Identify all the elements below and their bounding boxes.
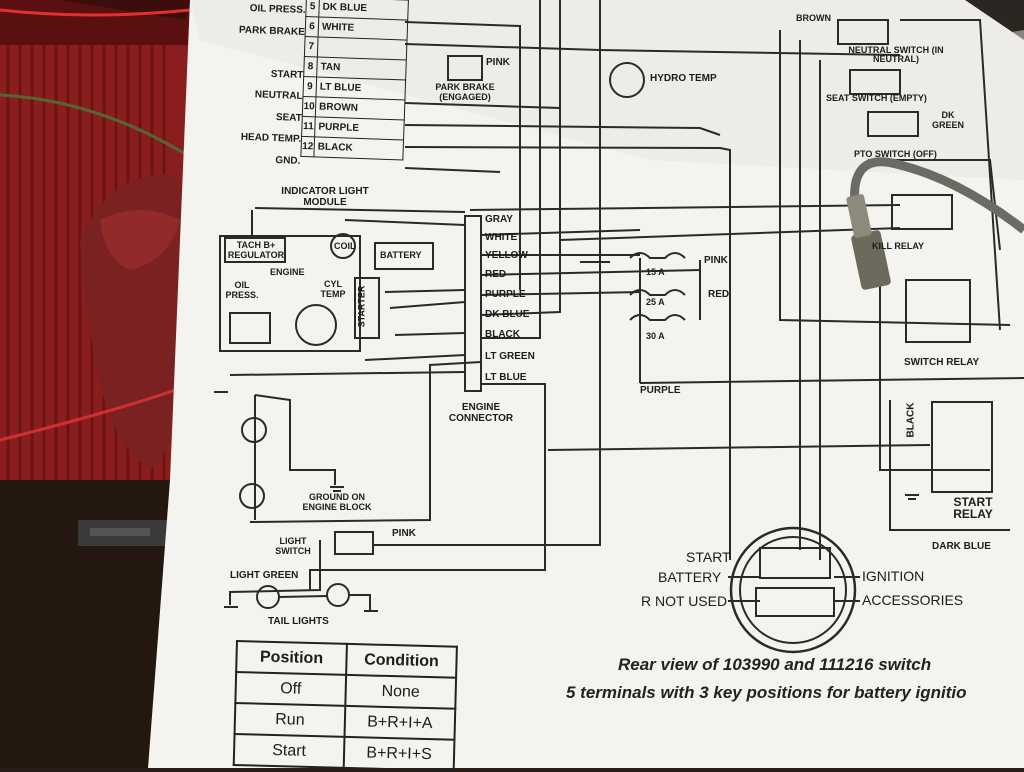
fuse-30-label: 30 A <box>646 331 665 341</box>
coil-label: COIL <box>334 241 356 251</box>
connector-wire-label: BLACK <box>485 329 520 340</box>
seat-switch-label: SEAT SWITCH (EMPTY) <box>826 93 927 103</box>
tail-lights-label: TAIL LIGHTS <box>268 616 329 627</box>
tach-regulator-label: TACH B+ REGULATOR <box>227 240 285 260</box>
switch-relay-label: SWITCH RELAY <box>904 357 980 368</box>
pin-label <box>216 40 305 65</box>
connector-wire-label: LT BLUE <box>485 372 527 383</box>
neutral-switch-label: NEUTRAL SWITCH (IN NEUTRAL) <box>848 45 944 64</box>
pink-light-label: PINK <box>392 528 416 539</box>
red-fuse-label: RED <box>708 289 730 300</box>
position-cell: Off <box>235 672 347 706</box>
engine-connector-label: ENGINE CONNECTOR <box>448 402 514 424</box>
pin-number: 11 <box>301 116 316 137</box>
pin-label: START <box>270 68 304 81</box>
connector-wire-label: DK BLUE <box>485 309 530 320</box>
condition-cell: None <box>345 674 457 709</box>
pin-number: 10 <box>302 96 316 117</box>
terminal-accessories-label: ACCESSORIES <box>862 592 964 608</box>
position-cell: Run <box>234 703 346 737</box>
terminal-battery-label: BATTERY <box>658 569 722 585</box>
connector-wire-label: GRAY <box>485 214 513 225</box>
pin-number: 9 <box>302 76 317 97</box>
pin-number: 5 <box>305 0 320 17</box>
ground-block-label: GROUND ON ENGINE BLOCK <box>302 492 372 512</box>
terminal-start-label: START <box>686 549 731 565</box>
condition-header: Condition <box>346 643 457 678</box>
pin-label: HEAD TEMP. <box>240 131 302 145</box>
start-relay-label: START RELAY <box>953 495 993 521</box>
brown-wire-label: BROWN <box>796 13 831 23</box>
pin-wire: BLACK <box>313 136 404 160</box>
caption-line-2: 5 terminals with 3 key positions for bat… <box>566 683 967 702</box>
position-row: Start B+R+I+S <box>233 733 455 771</box>
pin-labels: OIL PRESS. PARK BRAKE START NEUTRAL SEAT… <box>212 0 306 172</box>
connector-wire-label: WHITE <box>485 232 518 243</box>
pink-fuse-label: PINK <box>704 255 728 266</box>
condition-cell: B+R+I+A <box>344 705 456 740</box>
connector-wire-label: LT GREEN <box>485 351 535 362</box>
oil-press-label: OIL PRESS. <box>225 280 259 300</box>
battery-label: BATTERY <box>380 250 422 260</box>
position-table: Position Condition Off None Run B+R+I+A … <box>233 640 458 772</box>
pink-wire-label: PINK <box>486 57 510 68</box>
pin-number: 12 <box>300 136 315 157</box>
connector-wire-label: YELLOW <box>485 250 528 261</box>
pin-label: NEUTRAL <box>254 89 303 102</box>
starter-label: STARTER <box>356 285 367 328</box>
kill-relay-label: KILL RELAY <box>872 241 925 251</box>
position-cell: Start <box>233 733 345 768</box>
pin-label: PARK BRAKE <box>238 24 306 38</box>
light-green-label: LIGHT GREEN <box>230 570 299 581</box>
pin-label: SEAT <box>275 111 303 124</box>
dk-green-label: DK GREEN <box>931 110 964 130</box>
position-header: Position <box>236 641 347 675</box>
engine-label: ENGINE <box>270 267 305 277</box>
terminal-ignition-label: IGNITION <box>862 568 925 584</box>
park-brake-switch-label: PARK BRAKE (ENGAGED) <box>435 82 495 102</box>
light-switch-label: LIGHT SWITCH <box>275 536 311 556</box>
indicator-module-label: INDICATOR LIGHT MODULE <box>281 186 369 208</box>
purple-wire-label: PURPLE <box>640 385 681 396</box>
fuse-15-label: 15 A <box>646 267 665 277</box>
pin-number: 6 <box>305 16 319 37</box>
cyl-temp-label: CYL TEMP <box>320 279 346 299</box>
caption-line-1: Rear view of 103990 and 111216 switch <box>618 655 932 674</box>
connector-wire-label: PURPLE <box>485 289 526 300</box>
pin-label: GND. <box>275 154 301 167</box>
dark-blue-label: DARK BLUE <box>932 541 991 552</box>
pin-number: 8 <box>303 56 318 77</box>
connector-wire-label: RED <box>485 269 507 280</box>
pin-number: 7 <box>304 36 319 57</box>
hydro-temp-label: HYDRO TEMP <box>650 73 717 84</box>
terminal-r-label: R NOT USED <box>641 593 728 609</box>
fuse-25-label: 25 A <box>646 297 665 307</box>
black-wire-label: BLACK <box>905 402 917 438</box>
condition-cell: B+R+I+S <box>343 736 455 771</box>
pto-switch-label: PTO SWITCH (OFF) <box>854 149 937 159</box>
